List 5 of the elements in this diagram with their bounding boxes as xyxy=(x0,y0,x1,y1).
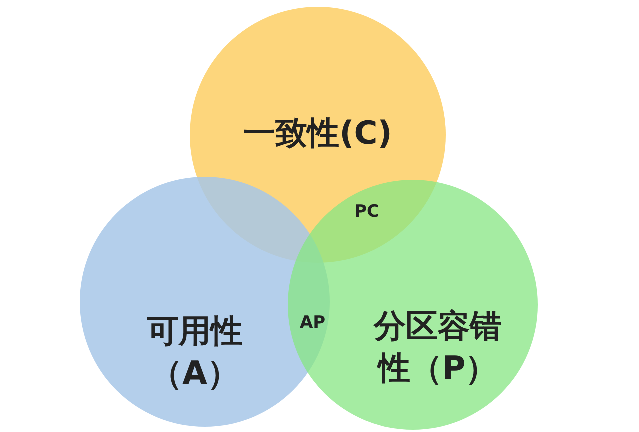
overlap-label: AP xyxy=(300,313,326,333)
circle-label: 一致性(C) xyxy=(242,113,394,154)
overlap-label: PC xyxy=(354,202,380,222)
circle-label: 可用性（A） xyxy=(146,311,244,394)
circle-label: 分区容错性（P） xyxy=(372,306,503,389)
